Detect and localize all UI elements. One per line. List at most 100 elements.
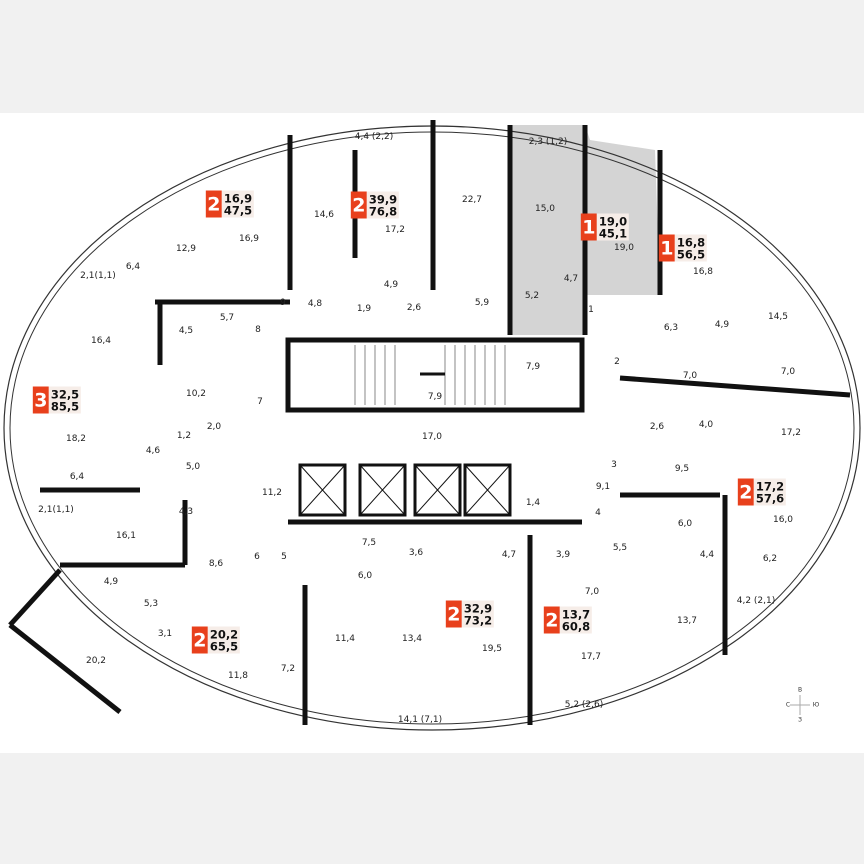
room-area-label: 6,4 [125,262,141,272]
room-area-label: 17,0 [421,432,443,442]
room-area-label: 7,0 [682,371,698,381]
room-area-label: 17,2 [384,225,406,235]
room-area-label: 3,1 [157,629,173,639]
compass-south: З [798,716,802,724]
room-area-label: 4,3 [178,507,194,517]
room-area-label: 14,6 [313,210,335,220]
room-area-label: 5,3 [143,599,159,609]
room-area-label: 4,4 [699,550,715,560]
walls [8,120,851,725]
compass-east: Ю [812,701,820,709]
stair-treads [354,345,506,405]
room-area-label: 6,0 [357,571,373,581]
room-area-label: 5,7 [219,313,235,323]
room-area-label: 4,9 [383,280,399,290]
room-area-label: 14,5 [767,312,789,322]
room-area-label: 2,1(1,1) [80,271,116,281]
room-area-label: 10,2 [185,389,207,399]
room-area-label: 8,6 [208,559,224,569]
room-area-label: 6,2 [762,554,778,564]
room-count: 3 [32,386,49,414]
room-area-label: 6,0 [677,519,693,529]
room-area-label: 6,4 [69,472,85,482]
room-area-label: 19,0 [613,243,635,253]
room-area-label: 5,5 [612,543,628,553]
room-area-label: 4,7 [501,550,517,560]
room-area-label: 11,4 [334,634,356,644]
room-area-label: 1 [588,305,594,315]
room-area-label: 15,0 [534,204,556,214]
room-count: 1 [658,234,675,262]
room-area-label: 2,3 (1,2) [528,137,568,147]
room-area-label: 5,2 (2,6) [564,700,604,710]
compass-north: В [797,686,803,694]
room-area-label: 5,9 [474,298,490,308]
stair-core [285,337,585,413]
room-area-label: 6,3 [663,323,679,333]
room-area-label: 3,6 [408,548,424,558]
room-count: 2 [543,606,560,634]
room-area-label: 5,2 [524,291,540,301]
room-area-label: 4,4 (2,2) [354,132,394,142]
room-count: 2 [205,190,222,218]
room-area-label: 16,0 [772,515,794,525]
room-area-label: 7,9 [525,362,541,372]
compass-rose [790,695,810,715]
living-area: 20,2 [209,627,239,641]
room-area-label: 4,7 [563,274,579,284]
room-area-label: 11,8 [227,671,249,681]
room-area-label: 19,5 [481,644,503,654]
room-area-label: 2 [614,357,620,367]
room-count: 2 [737,478,754,506]
living-area: 19,0 [598,214,628,228]
elevator-shafts [288,463,582,525]
floor-plan [0,113,864,753]
room-area-label: 17,7 [580,652,602,662]
room-area-label: 3 [611,460,617,470]
room-area-label: 18,2 [65,434,87,444]
total-area: 65,5 [209,639,239,653]
total-area: 47,5 [223,203,253,217]
room-area-label: 7,2 [280,664,296,674]
room-count: 2 [350,191,367,219]
total-area: 76,8 [368,204,398,218]
room-area-label: 9,5 [674,464,690,474]
living-area: 16,9 [223,191,253,205]
room-area-label: 2,6 [406,303,422,313]
total-area: 60,8 [561,619,591,633]
total-area: 56,5 [676,247,706,261]
room-area-label: 12,9 [175,244,197,254]
room-area-label: 7 [257,397,263,407]
room-area-label: 5 [281,552,287,562]
total-area: 85,5 [50,399,80,413]
living-area: 32,5 [50,387,80,401]
room-area-label: 6 [254,552,260,562]
room-area-label: 4,6 [145,446,161,456]
room-area-label: 16,1 [115,531,137,541]
compass-west: С [785,701,791,709]
living-area: 39,9 [368,192,398,206]
room-area-label: 20,2 [85,656,107,666]
room-area-label: 1,2 [176,431,192,441]
room-area-label: 16,8 [692,267,714,277]
room-area-label: 4 [595,508,601,518]
room-area-label: 13,4 [401,634,423,644]
room-area-label: 7,0 [780,367,796,377]
living-area: 13,7 [561,607,591,621]
living-area: 17,2 [755,479,785,493]
room-area-label: 4,8 [307,299,323,309]
room-area-label: 22,7 [461,195,483,205]
room-area-label: 17,2 [780,428,802,438]
room-area-label: 11,2 [261,488,283,498]
room-area-label: 7,0 [584,587,600,597]
room-area-label: 4,9 [714,320,730,330]
